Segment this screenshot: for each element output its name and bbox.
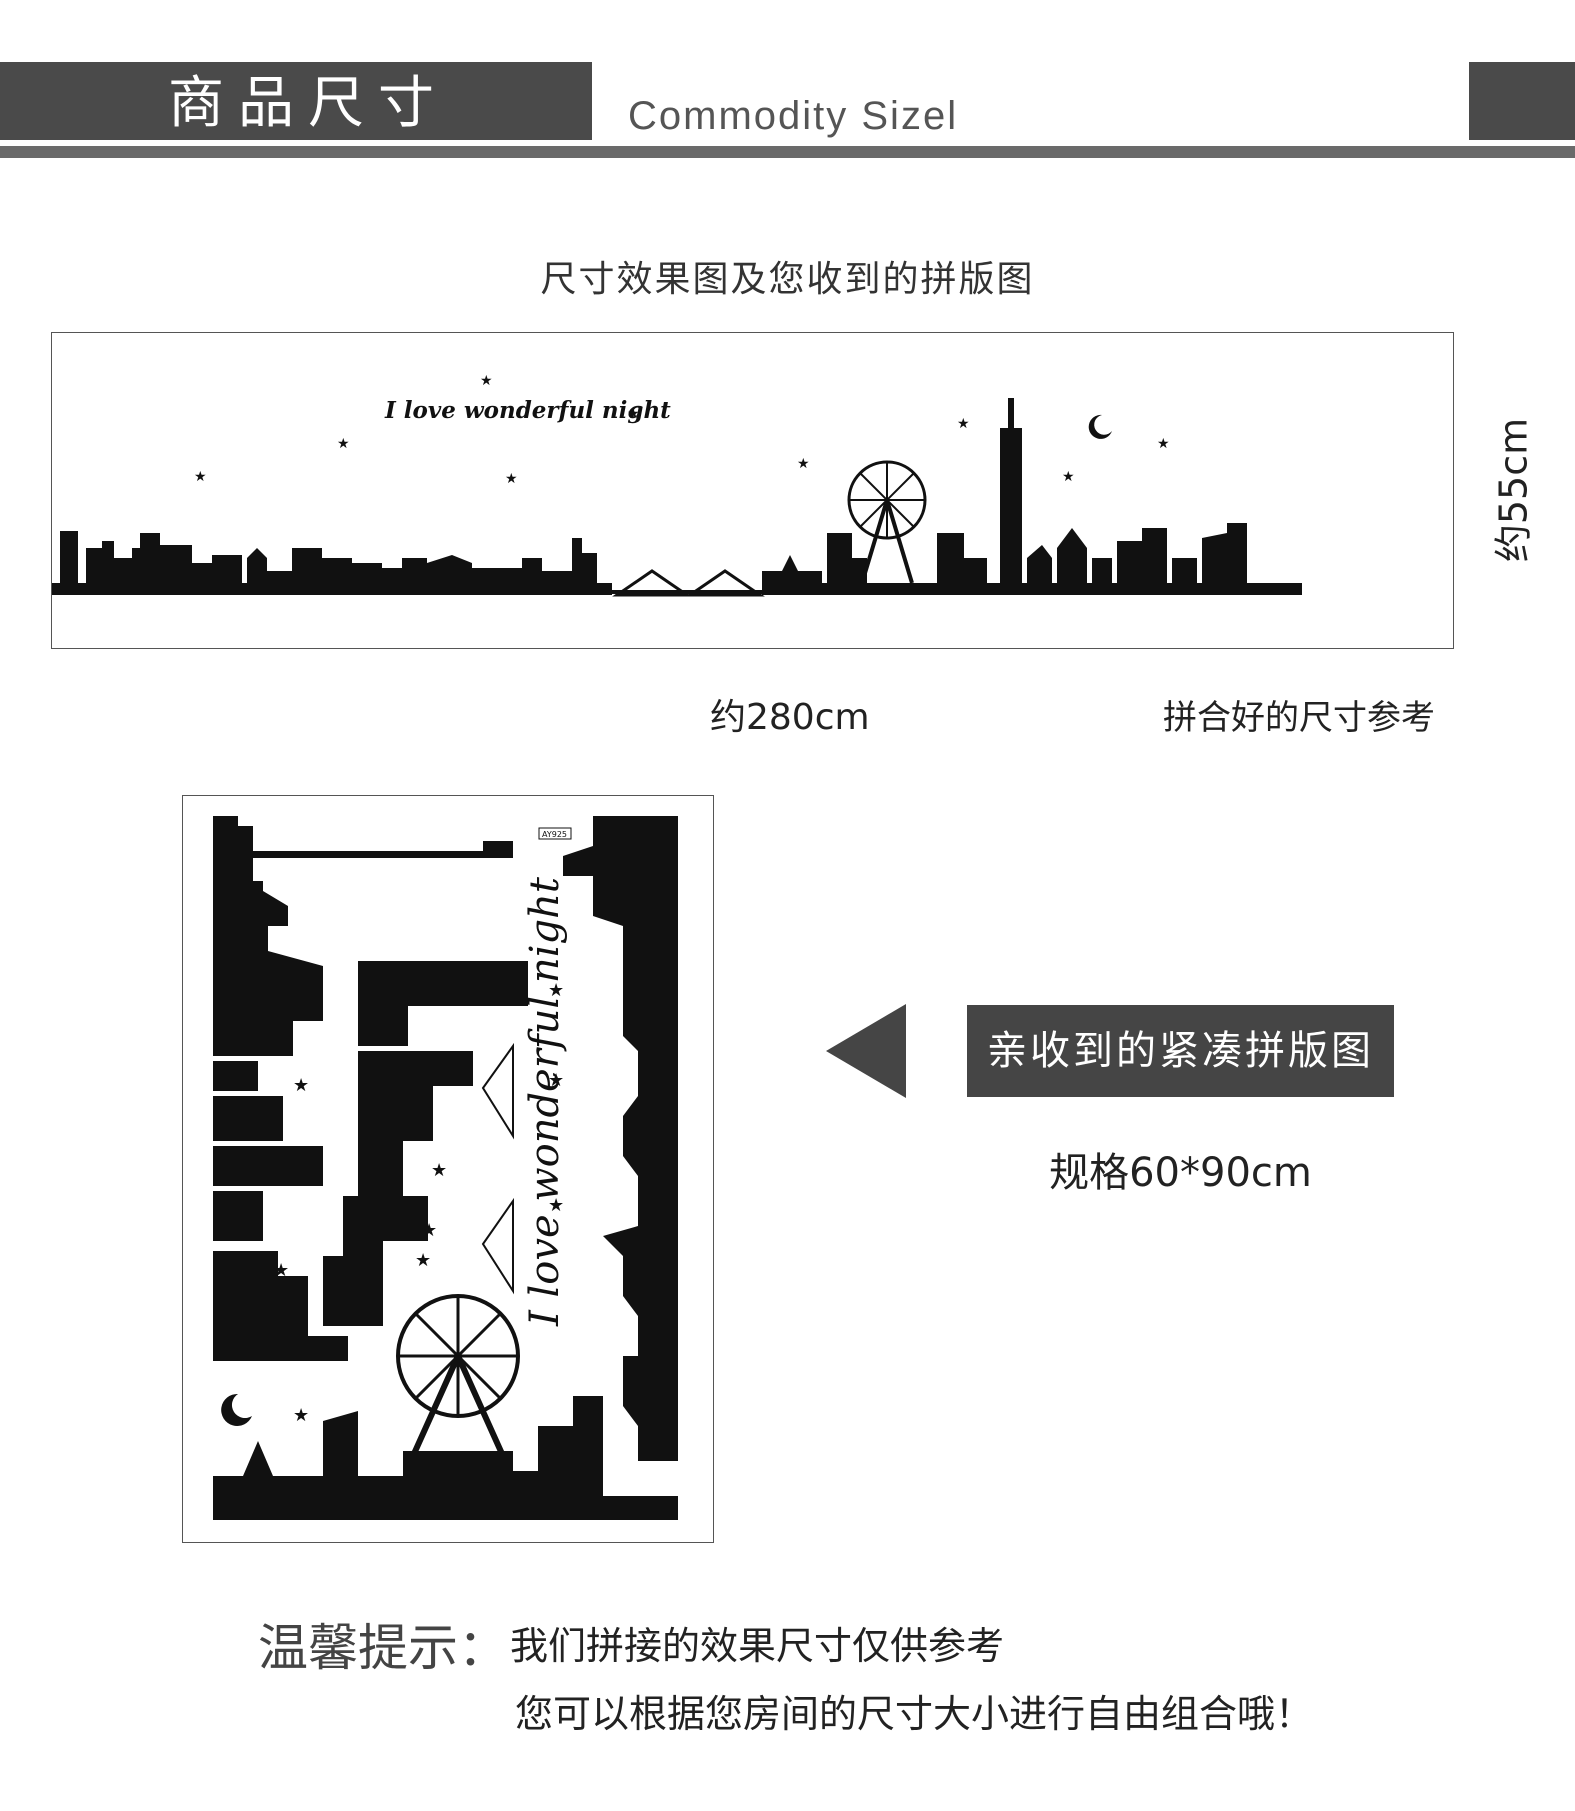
sheet-code: AY925 bbox=[542, 830, 567, 839]
sheet-spec: 规格60*90cm bbox=[1049, 1150, 1312, 1196]
header-divider bbox=[0, 146, 1575, 158]
panorama-preview-image: I love wonderful night ★ ★ ★ ★ ★ ★ ★ ★ ★ bbox=[51, 332, 1454, 649]
sticker-sheet-layout: AY925 ★ ★ ★ ★ ★ ★ ★ ★ ★ I love wonderful night bbox=[213, 816, 678, 1520]
skyline-panorama: I love wonderful night ★ ★ ★ ★ ★ ★ ★ ★ ★ bbox=[52, 373, 1302, 597]
tips-line-1: 我们拼接的效果尺寸仅供参考 bbox=[510, 1624, 1005, 1668]
panorama-slogan: I love wonderful night bbox=[384, 397, 671, 424]
svg-text:★: ★ bbox=[548, 1070, 564, 1091]
svg-text:★: ★ bbox=[421, 1220, 437, 1241]
assembled-size-reference-label: 拼合好的尺寸参考 bbox=[1163, 698, 1435, 738]
svg-text:★: ★ bbox=[337, 436, 350, 452]
svg-text:★: ★ bbox=[1157, 436, 1170, 452]
svg-text:★: ★ bbox=[273, 1260, 289, 1281]
svg-text:★: ★ bbox=[957, 416, 970, 432]
left-arrow-icon bbox=[826, 1004, 906, 1098]
svg-text:★: ★ bbox=[797, 456, 810, 472]
header-right-block bbox=[1469, 62, 1575, 140]
tips-line-2: 您可以根据您房间的尺寸大小进行自由组合哦！ bbox=[515, 1692, 1314, 1736]
panorama-height-label-box: 约55cm bbox=[1478, 417, 1542, 563]
svg-text:★: ★ bbox=[415, 1250, 431, 1271]
page-subtitle: Commodity Sizel bbox=[628, 94, 959, 138]
svg-text:★: ★ bbox=[1062, 469, 1075, 485]
svg-text:★: ★ bbox=[505, 471, 518, 487]
tips-heading: 温馨提示： bbox=[258, 1619, 508, 1677]
sheet-slogan: I love wonderful night bbox=[522, 876, 568, 1327]
sticker-sheet-image: AY925 ★ ★ ★ ★ ★ ★ ★ ★ ★ I love wonderful night bbox=[182, 795, 714, 1543]
svg-text:★: ★ bbox=[293, 1075, 309, 1096]
svg-text:★: ★ bbox=[480, 373, 493, 389]
svg-text:★: ★ bbox=[548, 1195, 564, 1216]
panorama-height-label: 约55cm bbox=[1491, 417, 1536, 563]
svg-text:★: ★ bbox=[194, 469, 207, 485]
panorama-width-label: 约280cm bbox=[710, 697, 870, 738]
section-title: 尺寸效果图及您收到的拼版图 bbox=[540, 259, 1035, 300]
svg-text:★: ★ bbox=[431, 1160, 447, 1181]
svg-text:★: ★ bbox=[627, 406, 640, 422]
compact-sheet-label: 亲收到的紧凑拼版图 bbox=[967, 1005, 1394, 1097]
header-title-bar bbox=[0, 62, 592, 140]
page-title: 商品尺寸 bbox=[168, 71, 448, 136]
svg-text:★: ★ bbox=[293, 1405, 309, 1426]
svg-text:★: ★ bbox=[548, 980, 564, 1001]
